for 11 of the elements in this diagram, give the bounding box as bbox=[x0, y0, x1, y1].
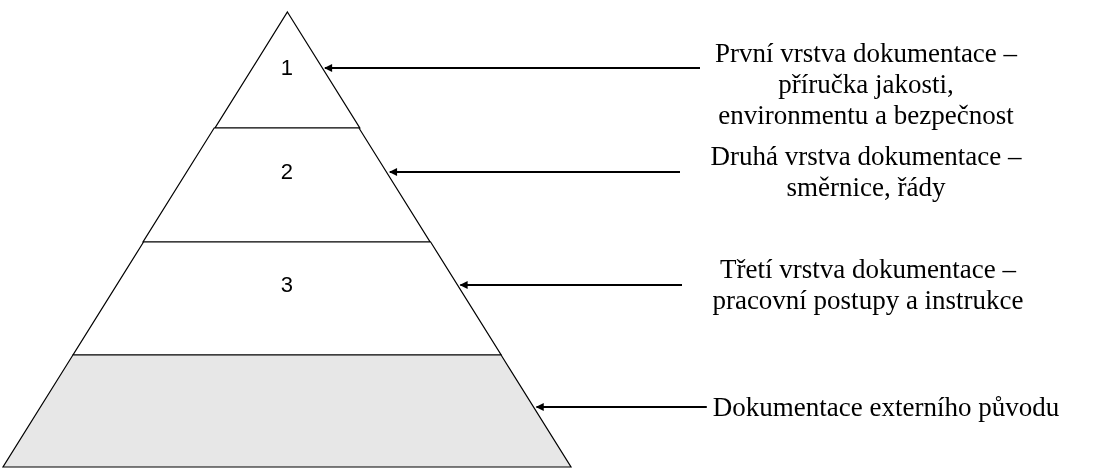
layer-number: 3 bbox=[280, 272, 294, 298]
arrow bbox=[535, 403, 708, 411]
arrow bbox=[388, 168, 681, 176]
layer-description: Druhá vrstva dokumentace – směrnice, řády bbox=[686, 141, 1046, 203]
layer-number: 1 bbox=[280, 55, 294, 81]
layer-description: Třetí vrstva dokumentace – pracovní postupy a instrukce bbox=[688, 254, 1048, 316]
layer-description: První vrstva dokumentace – příručka jakosti, environmentu a bezpečnost bbox=[706, 37, 1026, 131]
layer-number: 2 bbox=[280, 159, 294, 185]
arrow bbox=[459, 281, 683, 289]
layer-description: Dokumentace externího původu bbox=[712, 391, 1060, 423]
arrow bbox=[323, 64, 701, 72]
